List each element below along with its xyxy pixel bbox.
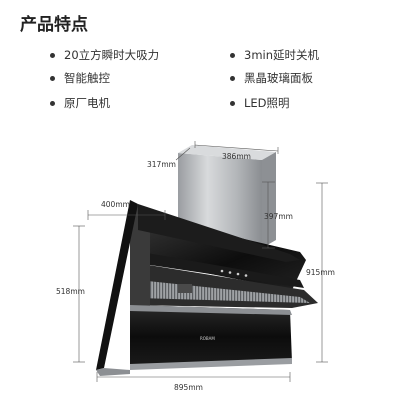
bullet-icon — [230, 52, 235, 58]
bullet-icon — [230, 75, 235, 81]
touch-button-icon — [228, 271, 232, 274]
touch-button-icon — [220, 269, 224, 273]
feature-label: LED照明 — [244, 96, 290, 110]
feature-item: 智能触控 — [50, 70, 110, 86]
feature-label: 智能触控 — [64, 71, 110, 85]
bullet-icon — [50, 52, 55, 58]
dim-total-width: 895mm — [174, 383, 203, 392]
dim-chimney-width: 386mm — [222, 152, 251, 161]
dim-chimney-height: 397mm — [264, 212, 293, 221]
brand-logo: ROBAM — [200, 336, 215, 341]
dim-body-height: 518mm — [56, 287, 85, 296]
feature-label: 原厂电机 — [64, 96, 110, 110]
bullet-icon — [50, 100, 55, 106]
touch-button-icon — [244, 274, 248, 277]
section-title: 产品特点 — [20, 15, 88, 35]
touch-button-icon — [236, 272, 240, 276]
feature-item: 20立方瞬时大吸力 — [50, 47, 159, 63]
dimension-lines — [73, 141, 328, 382]
dim-top-depth: 400mm — [101, 200, 130, 209]
feature-list: 20立方瞬时大吸力 3min延时关机 智能触控 黑晶玻璃面板 原厂电机 LED照… — [0, 47, 400, 117]
feature-item: 3min延时关机 — [230, 47, 319, 63]
dim-total-height: 915mm — [306, 268, 335, 277]
hood-body: ROBAM — [96, 200, 318, 376]
bullet-icon — [230, 100, 235, 106]
feature-label: 20立方瞬时大吸力 — [64, 48, 160, 62]
feature-label: 3min延时关机 — [244, 48, 320, 62]
feature-item: 黑晶玻璃面板 — [230, 70, 313, 86]
feature-label: 黑晶玻璃面板 — [244, 71, 313, 85]
range-hood-diagram: ROBAM 317mm 386mm 397mm 400mm — [56, 141, 335, 392]
feature-item: LED照明 — [230, 95, 290, 111]
bullet-icon — [50, 75, 55, 81]
dim-chimney-depth: 317mm — [147, 160, 176, 169]
feature-item: 原厂电机 — [50, 95, 110, 111]
